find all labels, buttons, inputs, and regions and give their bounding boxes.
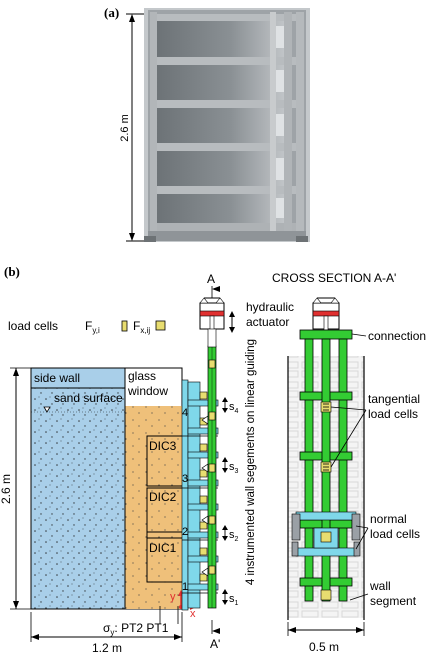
s2-sub: 2 [235,536,239,543]
svg-text:σy: PT2 PT1: σy: PT2 PT1 [103,621,169,637]
fy-sub: y,i [92,326,100,335]
sigma-rest: : PT2 PT1 [114,621,168,635]
svg-text:s3: s3 [229,461,239,475]
glass-label-1: glass [128,369,156,383]
sand-surface-marker-icon [43,406,51,413]
fy-label: F [85,319,92,333]
svg-text:s4: s4 [229,401,239,415]
hydraulic-label-2: actuator [246,315,289,329]
segment-number-1: 1 [182,581,188,593]
load-cells-legend: load cells Fy,i Fx,ij [8,319,166,335]
section-a-label: A [207,272,215,286]
segment-number-3: 3 [182,473,188,485]
panel-b-width-label: 1.2 m [92,641,122,655]
segment-number-4: 4 [182,407,188,419]
s4-label: s [229,401,235,413]
cross-section-title: CROSS SECTION A-A' [272,271,396,285]
sand-surface-label: sand surface [54,391,123,405]
fx-label: F [133,319,140,333]
svg-text:Fy,i: Fy,i [85,319,100,335]
cross-section-width-label: 0.5 m [309,640,339,654]
dic-windows: DIC3 DIC2 DIC1 [146,435,192,583]
section-a-prime-label: A' [210,637,220,651]
connection-rod-label: connection rod [368,329,427,343]
vertical-rod [207,345,217,609]
sigma-label: σ [103,621,111,635]
panel-a-label: (a) [104,5,119,20]
s3-sub: 3 [235,468,239,475]
dic1-label: DIC1 [149,541,177,555]
panel-a: (a) 2.6 m [104,5,310,242]
svg-text:Fx,ij: Fx,ij [133,319,150,335]
glass-label-2: window [127,384,168,398]
s1-sub: 1 [235,600,239,607]
segment-number-2: 2 [182,526,188,538]
panel-a-height-label: 2.6 m [119,114,131,142]
instrumented-wall-column [181,379,219,611]
fy-load-cell-icon [121,320,128,332]
s4-sub: 4 [235,408,239,415]
side-wall-label: side wall [34,371,80,385]
sigma-sub: y [110,628,114,637]
svg-text:s2: s2 [229,529,239,543]
normal-label-2: load cells [370,527,420,541]
x-axis-label: x [190,608,196,620]
y-axis-label: y [170,591,176,603]
dic2-label: DIC2 [149,490,177,504]
displacement-markers: s4 s3 s2 s1 [222,397,239,607]
dic3-label: DIC3 [149,439,177,453]
s3-label: s [229,461,235,473]
s2-label: s [229,529,235,541]
hydraulic-label-1: hydraulic [246,300,294,314]
wall-segment-label-1: wall [369,579,391,593]
tangential-label-1: tangential [368,392,420,406]
load-cells-label: load cells [8,319,58,333]
svg-text:s1: s1 [229,593,239,607]
apparatus-photo [144,8,310,242]
panel-b-label: (b) [4,264,20,279]
fx-load-cell-icon [155,320,166,331]
panel-b: (b) load cells Fy,i Fx,ij side wall glas… [0,264,427,655]
s1-label: s [229,593,235,605]
normal-label-1: normal [370,512,407,526]
fx-sub: x,ij [140,326,150,335]
vertical-description: 4 instrumented wall segements on linear … [245,339,257,585]
cross-section: CROSS SECTION A-A' [272,271,427,654]
tangential-label-2: load cells [368,407,418,421]
panel-b-height-label: 2.6 m [0,474,13,504]
wall-segment-label-2: segment [370,594,417,608]
hydraulic-actuator-left [199,297,225,348]
